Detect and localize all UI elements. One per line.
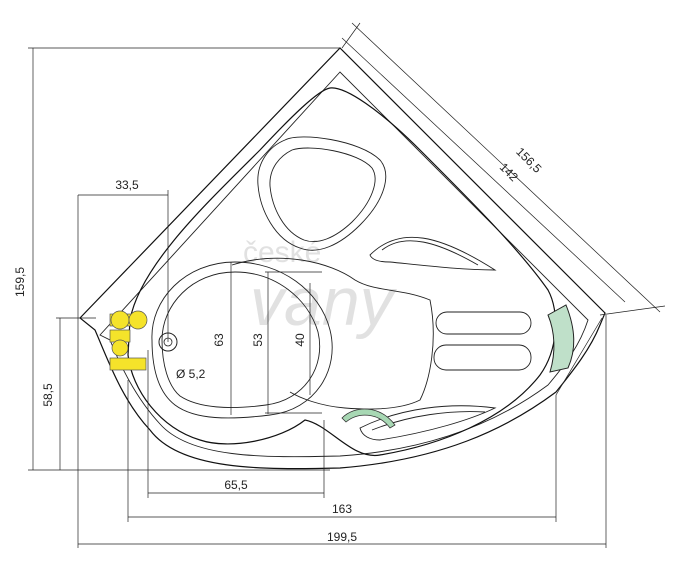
- dim-basin-width: 65,5: [224, 478, 248, 492]
- dim-drain-height: 58,5: [41, 383, 55, 407]
- watermark-line2: vany: [250, 264, 398, 340]
- dim-basin-depth-a: 63: [212, 333, 226, 347]
- lower-seat-inner: [371, 411, 486, 431]
- armrest-inner: [381, 240, 479, 266]
- headrest: [547, 304, 575, 373]
- armrest-pad-upper: [435, 311, 532, 335]
- tub-rim-inner: [99, 71, 589, 458]
- dimension-lines: [28, 22, 666, 548]
- backrest: [257, 136, 387, 251]
- faucet: [109, 310, 148, 371]
- dim-overall-width: 199,5: [327, 530, 357, 544]
- dim-overall-height: 159,5: [13, 267, 27, 297]
- dim-seat-offset: 33,5: [115, 178, 139, 192]
- backrest-inner: [269, 147, 376, 242]
- dim-basin-depth-c: 40: [293, 333, 307, 347]
- footwell: [231, 257, 434, 410]
- armrest: [369, 236, 497, 271]
- armrest-pad-lower: [433, 344, 532, 371]
- dim-drain-diameter: Ø 5,2: [176, 367, 206, 381]
- dim-basin-depth-b: 53: [251, 333, 265, 347]
- basin-ellipse-inner: [161, 271, 321, 408]
- watermark: české vany: [243, 236, 398, 340]
- dim-inner-width: 163: [332, 502, 352, 516]
- tub-outer-rim: [79, 47, 606, 470]
- basin-ellipse: [151, 261, 333, 419]
- lower-seat: [359, 405, 497, 441]
- grab-handle: [341, 408, 396, 429]
- dim-inner-diagonal: 142: [497, 160, 521, 184]
